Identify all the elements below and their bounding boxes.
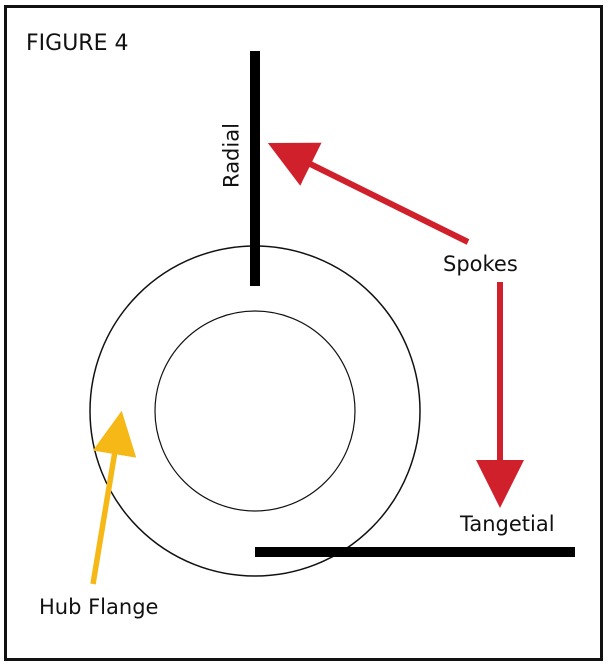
hub-flange-label: Hub Flange	[39, 595, 159, 619]
figure-title: FIGURE 4	[26, 31, 129, 56]
spokes-label: Spokes	[443, 252, 518, 276]
hub-flange-outer-circle	[89, 245, 421, 577]
hub-flange-arrow	[90, 410, 137, 585]
radial-label: Radial	[219, 123, 244, 188]
radial-spoke-line	[250, 51, 260, 286]
tangential-spoke-line	[255, 547, 575, 557]
spokes-arrow-to-radial	[267, 142, 470, 245]
tangential-label: Tangetial	[460, 512, 555, 536]
hub-body-inner-circle	[154, 310, 356, 512]
